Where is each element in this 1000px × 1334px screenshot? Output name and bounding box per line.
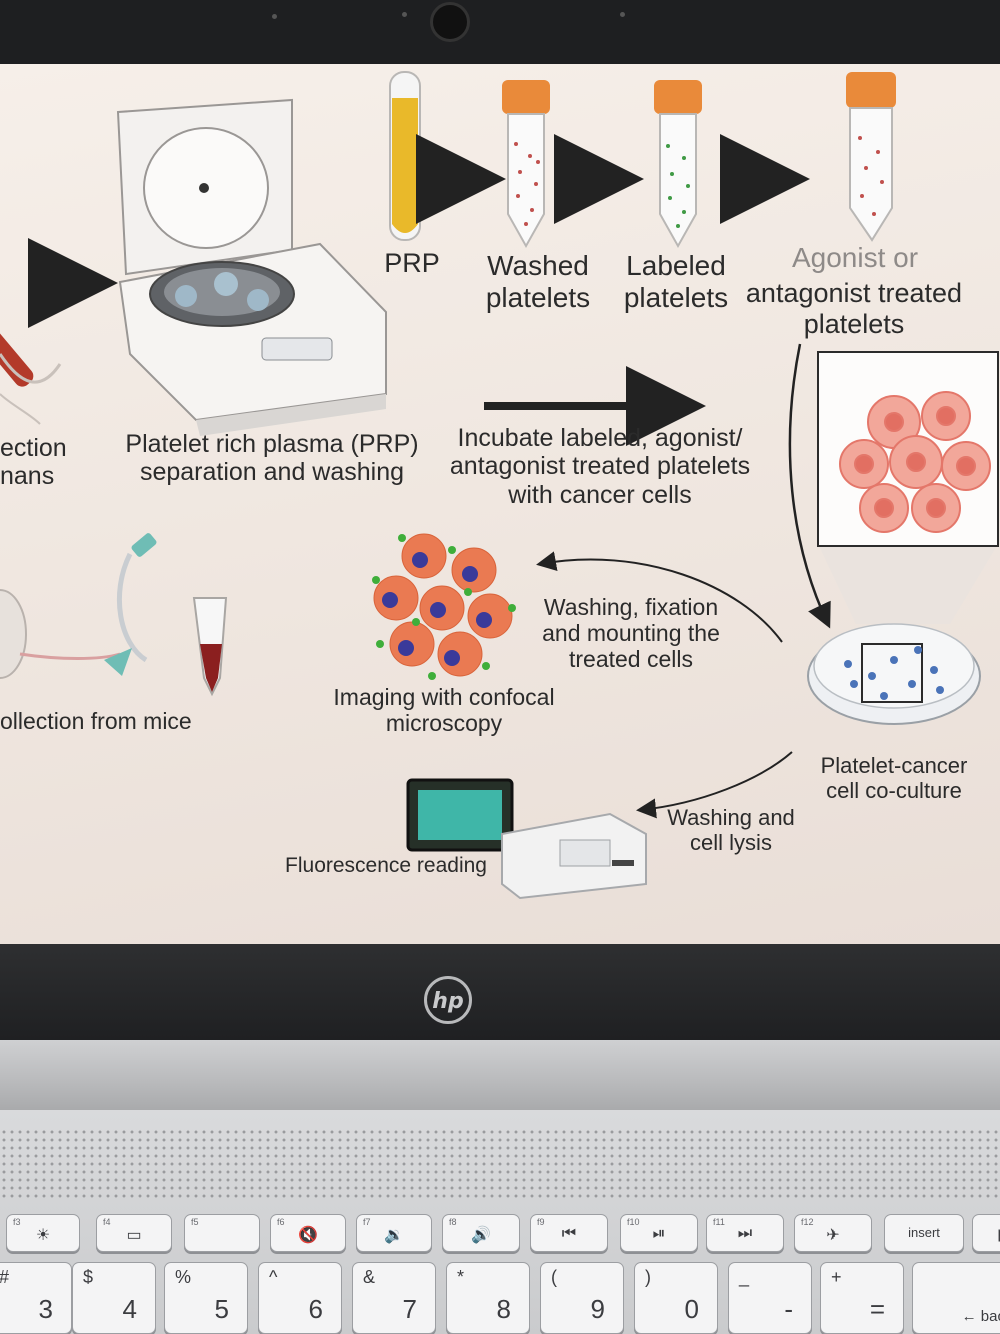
fn-key-icon: 🔉 — [357, 1225, 431, 1245]
fn-key-icon: p — [973, 1225, 1000, 1243]
washed-platelets-tube-icon — [502, 80, 550, 246]
fn-key[interactable]: f12✈ — [794, 1214, 872, 1252]
laptop-screen: PRP Washed platelets Labeled platelets A… — [0, 64, 1000, 944]
fn-key[interactable]: insert — [884, 1214, 964, 1252]
fn-key-icon: ⏮ — [531, 1225, 607, 1243]
number-key[interactable]: #3 — [0, 1262, 72, 1334]
number-key-digit: ← bac — [962, 1308, 1000, 1325]
number-key-digit: 0 — [685, 1294, 699, 1325]
hp-logo: hp — [424, 976, 472, 1024]
fn-key[interactable]: f4▭ — [96, 1214, 172, 1252]
fn-key[interactable]: f8🔊 — [442, 1214, 520, 1252]
number-key[interactable]: &7 — [352, 1262, 436, 1334]
number-key[interactable]: %5 — [164, 1262, 248, 1334]
number-key[interactable]: $4 — [72, 1262, 156, 1334]
number-key-shift-symbol: # — [0, 1267, 9, 1288]
plate-reader-icon — [408, 780, 646, 898]
number-key[interactable]: _- — [728, 1262, 812, 1334]
cancer-cells-zoom-panel — [818, 352, 998, 624]
laptop-hinge — [0, 1040, 1000, 1110]
number-key-digit: 9 — [591, 1294, 605, 1325]
confocal-cells-icon — [372, 534, 516, 680]
number-key[interactable]: ^6 — [258, 1262, 342, 1334]
fn-key[interactable]: f9⏮ — [530, 1214, 608, 1252]
sensor-dot — [272, 14, 277, 19]
label-labeled-platelets: Labeled platelets — [614, 250, 738, 313]
number-key-digit: 8 — [497, 1294, 511, 1325]
label-agonist-line1: Agonist or — [780, 242, 930, 274]
fn-key[interactable]: f6🔇 — [270, 1214, 346, 1252]
petri-dish-icon — [808, 624, 980, 724]
number-key-digit: 7 — [403, 1294, 417, 1325]
label-washing-fixation: Washing, fixation and mounting the treat… — [526, 594, 736, 672]
prp-tube-icon — [390, 72, 420, 240]
laptop-bottom-bezel — [0, 944, 1000, 1040]
number-key-digit: 4 — [123, 1294, 137, 1325]
label-collection-mice: ollection from mice — [0, 708, 192, 734]
fn-key-icon: 🔊 — [443, 1225, 519, 1245]
number-key-shift-symbol: ( — [551, 1267, 557, 1288]
number-key[interactable]: += — [820, 1262, 904, 1334]
number-key-shift-symbol: + — [831, 1267, 842, 1288]
number-key-shift-symbol: & — [363, 1267, 375, 1288]
mouse-collection-icon — [0, 532, 226, 694]
number-key-shift-symbol: $ — [83, 1267, 93, 1288]
treated-platelets-tube-icon — [846, 72, 896, 240]
number-key[interactable]: )0 — [634, 1262, 718, 1334]
number-key[interactable]: *8 — [446, 1262, 530, 1334]
number-key-shift-symbol: ) — [645, 1267, 651, 1288]
number-key-digit: - — [784, 1294, 793, 1325]
label-coculture: Platelet-cancer cell co-culture — [806, 754, 982, 804]
label-incubate: Incubate labeled, agonist/ antagonist tr… — [436, 424, 764, 509]
fn-key-icon: ⏭ — [707, 1225, 783, 1243]
fn-key[interactable]: f3☀ — [6, 1214, 80, 1252]
fn-key[interactable]: f7🔉 — [356, 1214, 432, 1252]
label-injection: ection nans — [0, 434, 67, 491]
number-key-shift-symbol: ^ — [269, 1267, 277, 1288]
fn-key-icon: ☀ — [7, 1225, 79, 1245]
centrifuge-icon — [118, 100, 386, 436]
fn-key-number: f5 — [191, 1217, 199, 1227]
fn-key-icon: ✈ — [795, 1225, 871, 1245]
label-imaging-confocal: Imaging with confocal microscopy — [318, 684, 570, 736]
label-prp-separation: Platelet rich plasma (PRP) separation an… — [116, 430, 428, 487]
fn-key-icon: ⏯ — [621, 1225, 697, 1243]
flow-curve-arrow — [640, 752, 792, 810]
label-agonist-treated: antagonist treated platelets — [738, 278, 970, 339]
number-key-digit: 5 — [215, 1294, 229, 1325]
fn-key-icon: ▭ — [97, 1225, 171, 1245]
fn-key[interactable]: p — [972, 1214, 1000, 1252]
number-key-shift-symbol: * — [457, 1267, 464, 1288]
fn-key-icon: 🔇 — [271, 1225, 345, 1245]
number-key-digit: 3 — [39, 1294, 53, 1325]
fn-key[interactable]: f11⏭ — [706, 1214, 784, 1252]
laptop-top-bezel — [0, 0, 1000, 64]
number-key-digit: = — [870, 1294, 885, 1325]
label-washing-lysis: Washing and cell lysis — [656, 806, 806, 856]
labeled-platelets-tube-icon — [654, 80, 702, 246]
number-key[interactable]: ← bac — [912, 1262, 1000, 1334]
sensor-dot — [620, 12, 625, 17]
number-key-digit: 6 — [309, 1294, 323, 1325]
fn-key-icon: insert — [885, 1225, 963, 1240]
label-fluorescence-reading: Fluorescence reading — [270, 854, 502, 878]
blood-tube-icon — [0, 308, 60, 424]
sensor-dot — [402, 12, 407, 17]
webcam-icon — [430, 2, 470, 42]
number-key[interactable]: (9 — [540, 1262, 624, 1334]
number-key-shift-symbol: % — [175, 1267, 191, 1288]
fn-key[interactable]: f10⏯ — [620, 1214, 698, 1252]
label-prp: PRP — [372, 248, 452, 279]
fn-key[interactable]: f5 — [184, 1214, 260, 1252]
speaker-grille — [0, 1128, 1000, 1200]
label-washed-platelets: Washed platelets — [476, 250, 600, 313]
number-key-shift-symbol: _ — [739, 1267, 749, 1288]
